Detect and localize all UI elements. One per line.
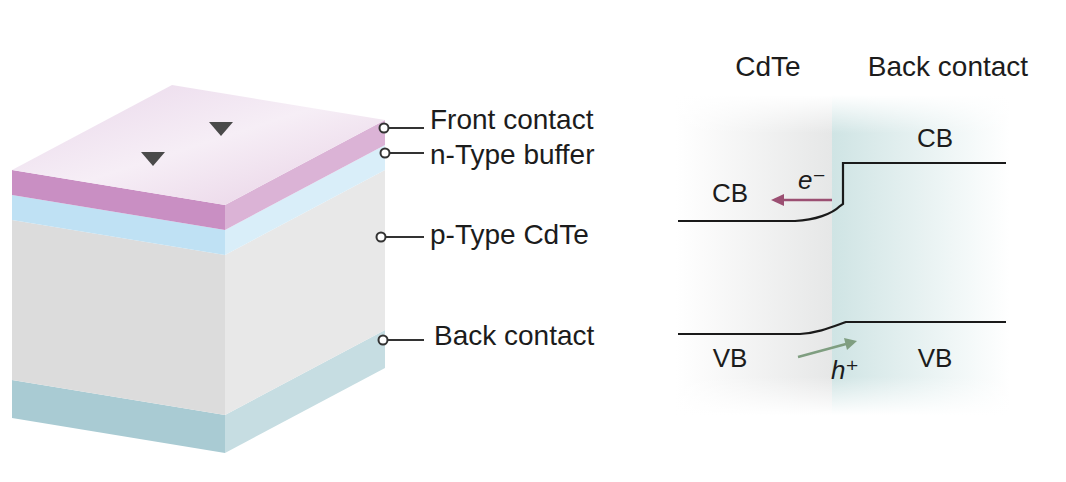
band-label: CB <box>712 180 748 206</box>
layer-callout: Back contact <box>434 322 594 350</box>
carrier-arrows <box>771 194 857 357</box>
band-background <box>676 95 1010 415</box>
region-heading: Back contact <box>868 53 1028 81</box>
layer-callout: Front contact <box>430 106 593 134</box>
carrier-label: h⁺ <box>831 357 859 383</box>
leader-lines <box>377 124 425 345</box>
carrier-label: e⁻ <box>798 167 826 193</box>
region-heading: CdTe <box>735 53 800 81</box>
band-label: CB <box>917 125 953 151</box>
band-edges <box>678 163 1006 334</box>
layer-callout: n-Type buffer <box>430 141 594 169</box>
band-label: VB <box>918 345 953 371</box>
light-rays <box>141 0 233 166</box>
band-label: VB <box>713 345 748 371</box>
layer-callout: p-Type CdTe <box>430 221 589 249</box>
cell-block <box>12 85 385 453</box>
